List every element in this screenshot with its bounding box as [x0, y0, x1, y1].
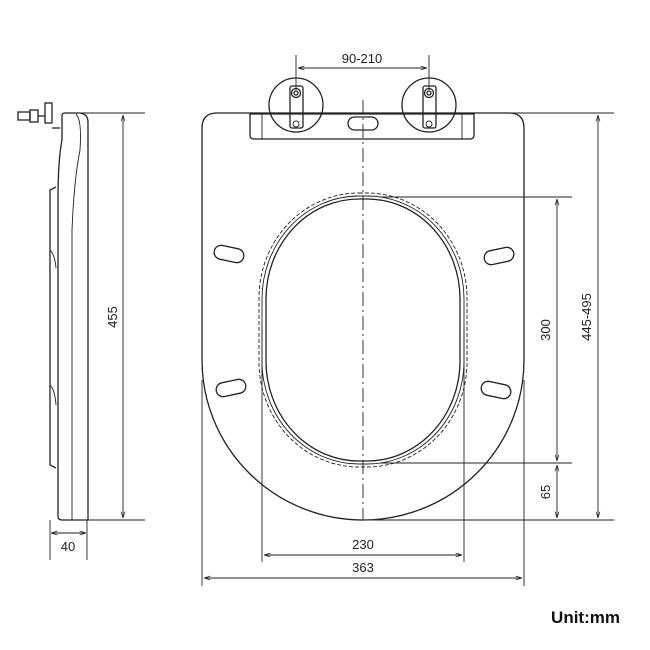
seat-outline	[201, 112, 525, 521]
dim-opening-length: 300	[538, 319, 553, 341]
mounting-slots	[213, 244, 515, 400]
dim-side-thickness: 40	[61, 539, 75, 554]
dim-opening-width: 230	[352, 537, 374, 552]
side-lid-profile	[49, 186, 57, 469]
side-seat-profile	[57, 112, 89, 521]
side-view: 455 40	[17, 102, 145, 560]
dim-total-length: 445-495	[579, 293, 594, 341]
top-view: 90-210 300 65 445-495 230 363	[201, 51, 614, 586]
dim-side-height: 455	[105, 306, 120, 328]
unit-label: Unit:mm	[551, 608, 620, 627]
hinge-bolt-side	[17, 102, 60, 129]
dim-hinge-spacing: 90-210	[342, 51, 382, 66]
dim-total-width: 363	[352, 560, 374, 575]
dim-front-margin: 65	[538, 485, 553, 499]
hinge-plate	[249, 113, 475, 140]
